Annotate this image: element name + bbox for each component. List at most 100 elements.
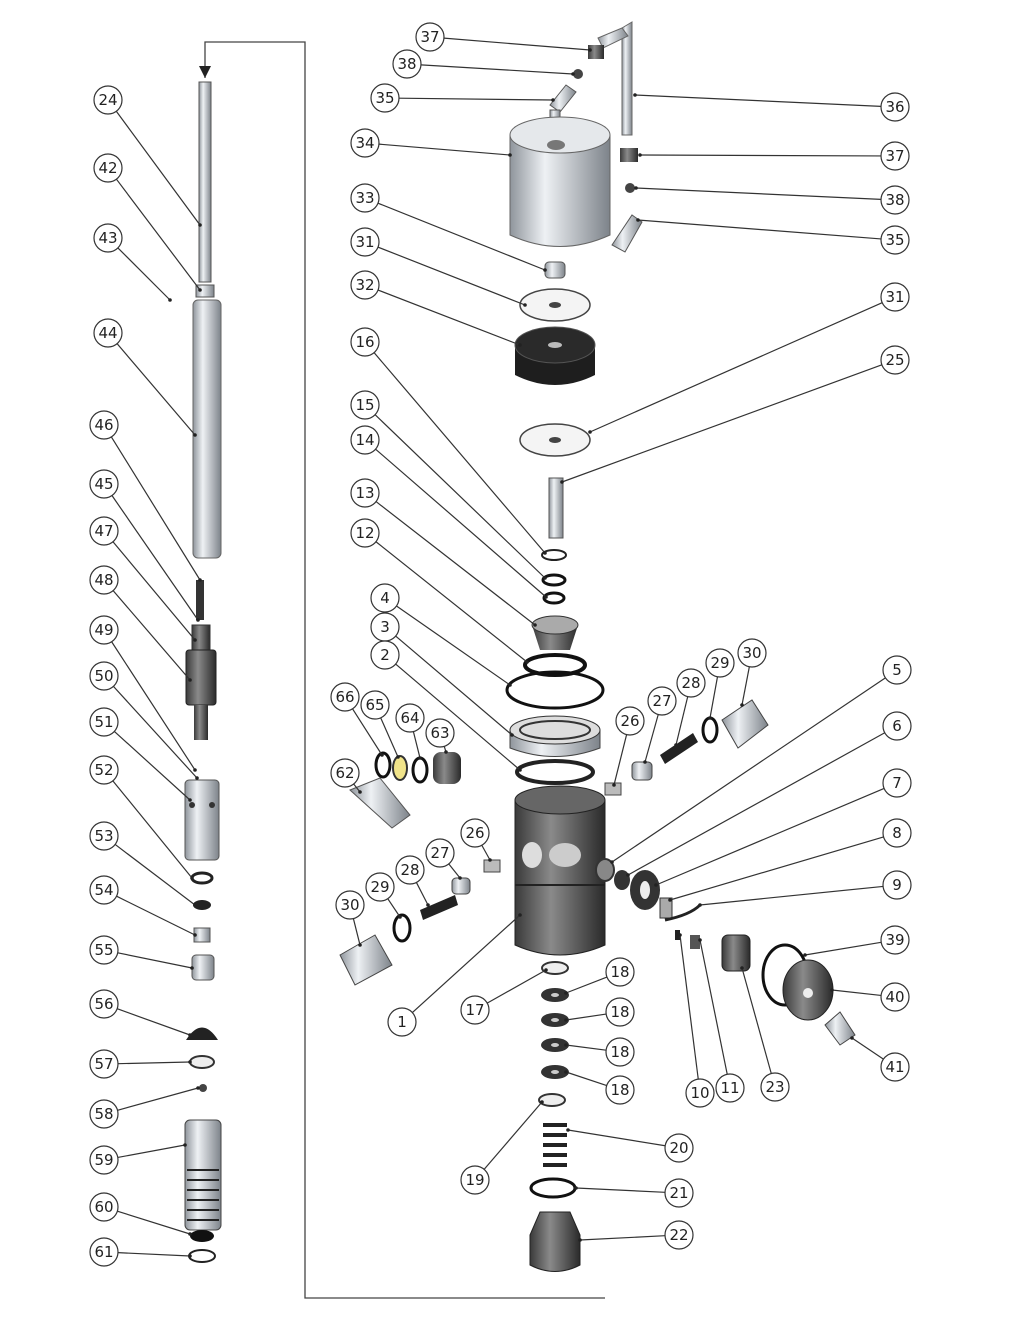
callout-circle <box>882 711 912 741</box>
callout-35: 35 <box>370 83 555 113</box>
leader-tip <box>193 933 197 937</box>
callout-number: 30 <box>340 896 359 914</box>
part-38-right <box>625 183 635 193</box>
callout-19: 19 <box>460 1100 544 1195</box>
leader-line <box>377 289 521 346</box>
part-30-fitting-right <box>721 699 769 749</box>
leader-tip <box>508 683 512 687</box>
callout-58: 58 <box>89 1086 200 1129</box>
leader-tip <box>518 343 522 347</box>
callout-circle <box>664 1133 694 1163</box>
leader-tip <box>564 1070 568 1074</box>
callout-42: 42 <box>93 153 202 292</box>
callout-27: 27 <box>425 838 462 880</box>
leader-line <box>117 1087 199 1111</box>
callout-60: 60 <box>89 1192 192 1236</box>
callout-number: 21 <box>669 1184 688 1202</box>
callout-number: 44 <box>98 324 117 342</box>
part-38 <box>573 69 583 79</box>
part-5 <box>595 858 615 882</box>
part-21-oring <box>529 1177 577 1199</box>
callout-circle <box>880 925 910 955</box>
leader-tip <box>830 988 834 992</box>
leader-tip <box>543 551 547 555</box>
part-59-filter <box>184 1119 222 1231</box>
leader-tip <box>518 913 522 917</box>
leader-tip <box>626 873 630 877</box>
callout-number: 54 <box>94 881 113 899</box>
callout-3: 3 <box>370 612 514 737</box>
callout-circle <box>387 1007 417 1037</box>
callout-50: 50 <box>89 661 199 780</box>
callout-17: 17 <box>460 968 548 1025</box>
callout-18: 18 <box>564 957 635 995</box>
callout-circle <box>89 661 119 691</box>
part-12-oring <box>523 653 587 677</box>
callout-circle <box>880 92 910 122</box>
leader-line <box>627 732 886 876</box>
callout-37: 37 <box>415 22 592 52</box>
part-6 <box>614 870 630 890</box>
part-59-filter-mesh <box>187 1169 219 1221</box>
leader-line <box>395 663 521 771</box>
leader-tip <box>358 790 362 794</box>
leader-line <box>415 882 429 906</box>
leader-tip <box>633 93 637 97</box>
callout-21: 21 <box>574 1178 694 1208</box>
callout-circle <box>350 518 380 548</box>
leader-line <box>709 676 719 719</box>
leader-tip <box>574 1186 578 1190</box>
callout-circle <box>350 425 380 455</box>
leader-tip <box>193 638 197 642</box>
leader-line <box>420 64 574 75</box>
part-33 <box>544 261 566 279</box>
callout-circle <box>664 1220 694 1250</box>
part-18-seals <box>541 988 569 1079</box>
callout-circle <box>705 648 735 678</box>
callout-number: 7 <box>892 774 902 792</box>
callout-circle <box>882 768 912 798</box>
callout-62: 62 <box>330 758 362 794</box>
callout-number: 1 <box>397 1013 407 1031</box>
callout-40: 40 <box>830 982 910 1012</box>
leader-tip <box>188 1254 192 1258</box>
callout-circle <box>664 1178 694 1208</box>
part-19 <box>538 1093 566 1107</box>
callout-circle <box>880 982 910 1012</box>
callout-number: 50 <box>94 667 113 685</box>
part-51-port <box>189 802 195 808</box>
leader-tip <box>193 768 197 772</box>
leader-tip <box>643 760 647 764</box>
callout-number: 60 <box>94 1198 113 1216</box>
leader-line <box>377 246 526 306</box>
callout-43: 43 <box>93 223 172 302</box>
part-63 <box>433 752 461 784</box>
leader-line <box>117 1061 191 1065</box>
callout-circle <box>882 870 912 900</box>
part-42 <box>195 284 215 298</box>
callout-56: 56 <box>89 989 192 1037</box>
part-32-seal-hole <box>548 342 562 348</box>
callout-37: 37 <box>638 141 910 171</box>
leader-tip <box>566 1128 570 1132</box>
leader-line <box>117 952 193 969</box>
leader-line <box>378 143 511 156</box>
callout-circle <box>370 83 400 113</box>
part-8 <box>659 897 673 919</box>
callout-14: 14 <box>350 425 548 599</box>
callout-35: 35 <box>636 218 910 255</box>
callout-number: 45 <box>94 475 113 493</box>
leader-tip <box>198 288 202 292</box>
leader-line <box>412 731 421 759</box>
callout-circle <box>89 755 119 785</box>
callout-circle <box>395 703 425 733</box>
callout-circle <box>350 183 380 213</box>
leader-tip <box>564 991 568 995</box>
callout-number: 18 <box>610 1003 629 1021</box>
leader-line <box>675 696 689 746</box>
leader-tip <box>380 753 384 757</box>
leader-line <box>373 352 546 554</box>
callout-circle <box>89 1049 119 1079</box>
leader-line <box>679 934 699 1080</box>
callout-number: 18 <box>610 963 629 981</box>
